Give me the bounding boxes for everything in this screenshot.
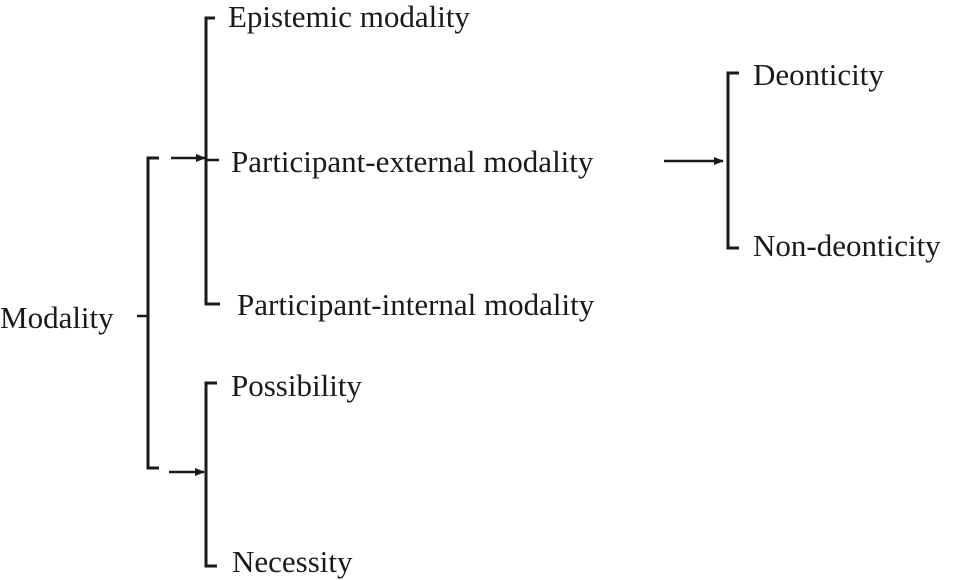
deonticity-bracket [726,71,739,250]
branch-2-bracket [204,381,217,568]
root-label-modality: Modality [0,300,114,335]
node-epistemic-modality: Epistemic modality [228,0,470,34]
node-deonticity: Deonticity [753,57,884,92]
node-participant-external-modality: Participant-external modality [231,144,594,179]
node-necessity: Necessity [232,544,353,579]
node-possibility: Possibility [231,368,362,403]
node-non-deonticity: Non-deonticity [753,228,941,263]
branch-1-bracket [204,16,220,306]
outer-bracket [146,156,159,470]
node-participant-internal-modality: Participant-internal modality [237,287,595,322]
